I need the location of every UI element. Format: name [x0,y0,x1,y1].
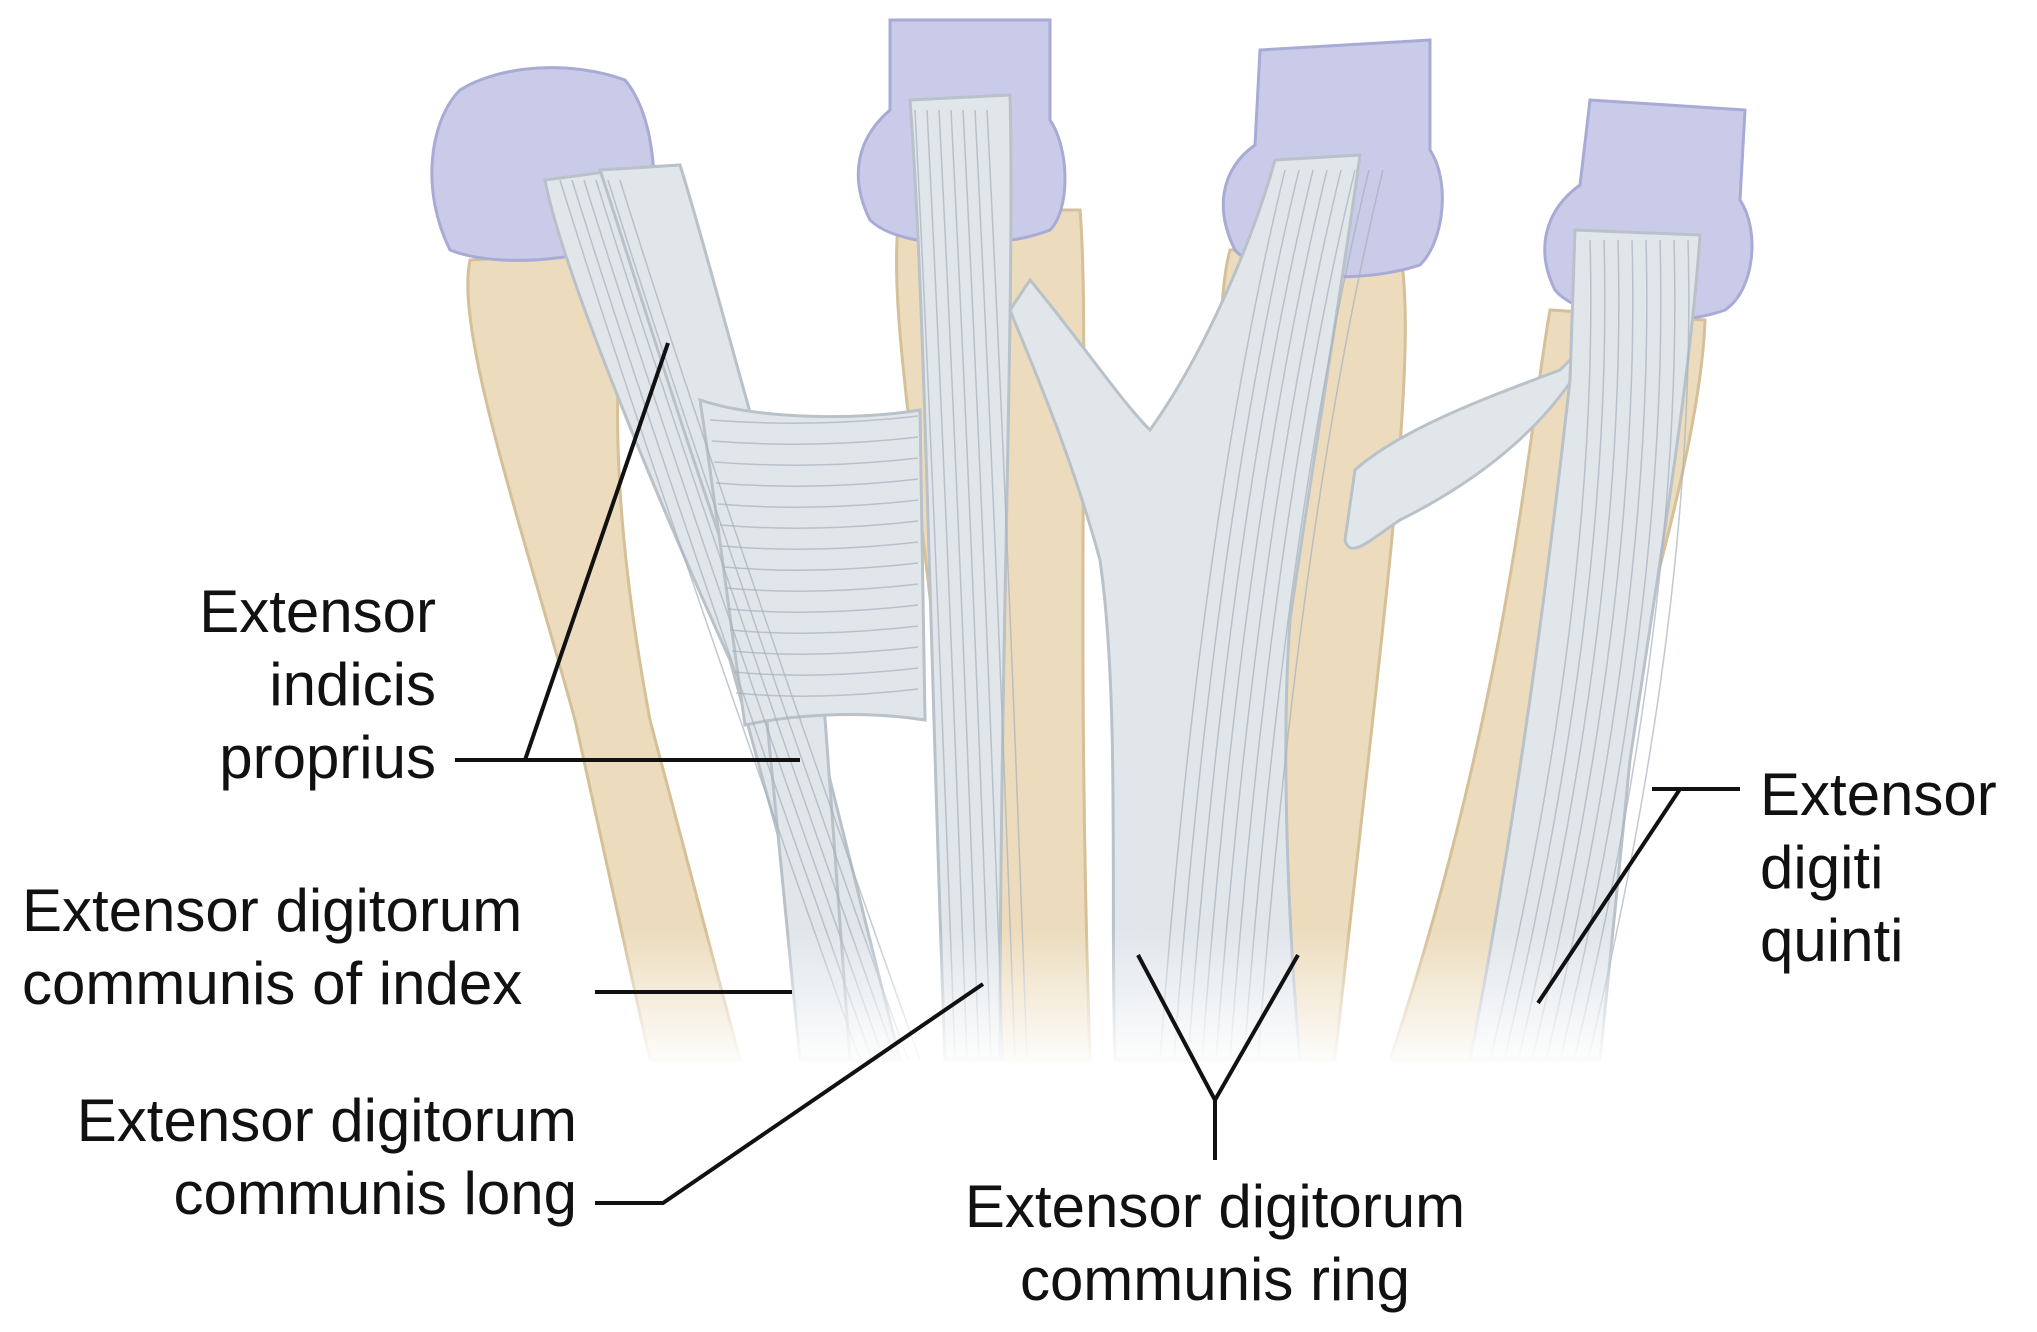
label-line: Extensor digitorum [964,1173,1466,1240]
tendon-fibre [962,109,1004,1061]
tendon-fibre [583,179,885,1061]
tendon-fibre [1503,239,1606,1061]
tendon-fibres [559,109,1690,1061]
label-line: communis ring [1019,1246,1411,1313]
tendon-fibre [1489,239,1592,1061]
junctura-fibre [721,541,919,550]
junctura-fibre [727,604,919,613]
label-edc-long: Extensor digitorum communis long [22,1084,577,1230]
tendon-fibre [1159,169,1286,1061]
tendon-fibre [1243,169,1370,1061]
junctura-fibre [725,583,919,592]
label-edc-index: Extensor digitorum communis of index [22,874,522,1020]
label-line: Extensor digitorum [22,877,523,944]
junctura-fibre [719,520,919,529]
tendon-fibre [1517,239,1620,1061]
tendon-fibre [926,109,968,1061]
tendon-fibre [974,109,1016,1061]
label-line: proprius [219,724,436,791]
label-line: digiti [1760,834,1884,901]
tendon-fibre [559,179,861,1061]
tendon-fibre [938,109,980,1061]
tendon-fibre [607,179,909,1061]
label-extensor-indicis-proprius: Extensor indicis proprius [150,575,436,794]
leader-edc-long [595,982,985,1205]
junctura-fibre [733,667,919,676]
bottom-fade [300,930,1800,1070]
tendon-fibre [595,179,897,1061]
label-line: quinti [1760,907,1904,974]
tendon-fibre [619,179,921,1061]
junctura-fibre [729,625,919,634]
tendon-fibre [914,109,956,1061]
leader-edc-ring-left [1136,954,1217,1101]
tendon-fibre [1215,169,1342,1061]
label-line: communis long [173,1160,577,1227]
tendon-fibre [1559,239,1662,1061]
leader-edc-ring-right [1213,954,1300,1101]
junctura-fibre [715,478,919,487]
junctura-fibre [731,646,919,655]
leader-lines [455,342,1740,1205]
junctura-index-long [698,397,927,727]
junctura-fibre [711,436,919,445]
tendon-fibre [1257,169,1384,1061]
label-line: Extensor [199,578,436,645]
tendon-fibre [1587,239,1690,1061]
junctura-fibre [735,688,919,697]
label-edc-ring: Extensor digitorum communis ring [915,1170,1515,1316]
tendon-fibre [1229,169,1356,1061]
junctura-ring-little [1343,328,1602,550]
junctura-fibre [713,457,919,466]
tendon-fibre [1173,169,1300,1061]
tendon-fibre [950,109,992,1061]
tendon-fibre [1545,239,1648,1061]
label-line: Extensor digitorum [76,1087,577,1154]
label-line: Extensor [1760,761,1997,828]
tendon-fibre [571,179,873,1061]
tendon-fibre [1201,169,1328,1061]
tendon-fibre [1531,239,1634,1061]
junctura-fibre [717,499,919,508]
junctura-fibre [723,562,919,571]
tendon-edc-ring [1008,153,1362,1062]
tendon-fibre [1573,239,1676,1061]
tendon-fibre [986,109,1028,1061]
tendon-fibre [1187,169,1314,1061]
label-extensor-digiti-quinti: Extensor digiti quinti [1760,758,1997,977]
label-line: indicis [269,651,436,718]
junctura-fibre [709,415,919,424]
label-line: communis of index [22,950,523,1017]
